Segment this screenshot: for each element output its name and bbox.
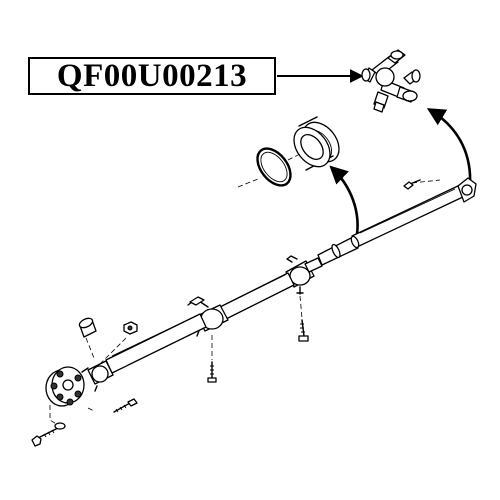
curved-arrow-joint	[426, 108, 472, 187]
bolt-front-right	[113, 398, 138, 413]
bolt-middle-left	[207, 361, 217, 383]
washer	[54, 422, 66, 430]
center-bearing-mount	[293, 116, 340, 171]
universal-joint-icon	[361, 49, 421, 113]
part-number-label: QF00U00213	[28, 57, 276, 95]
bolt-middle-right	[298, 319, 309, 342]
propeller-shaft	[81, 177, 477, 392]
bushing	[78, 317, 97, 338]
flex-coupling	[45, 366, 85, 407]
bolt-front-lower	[31, 427, 59, 447]
bolt-rear	[403, 179, 421, 190]
nut	[123, 321, 138, 335]
curved-arrow-bearing	[329, 165, 359, 241]
snap-ring	[256, 147, 292, 187]
